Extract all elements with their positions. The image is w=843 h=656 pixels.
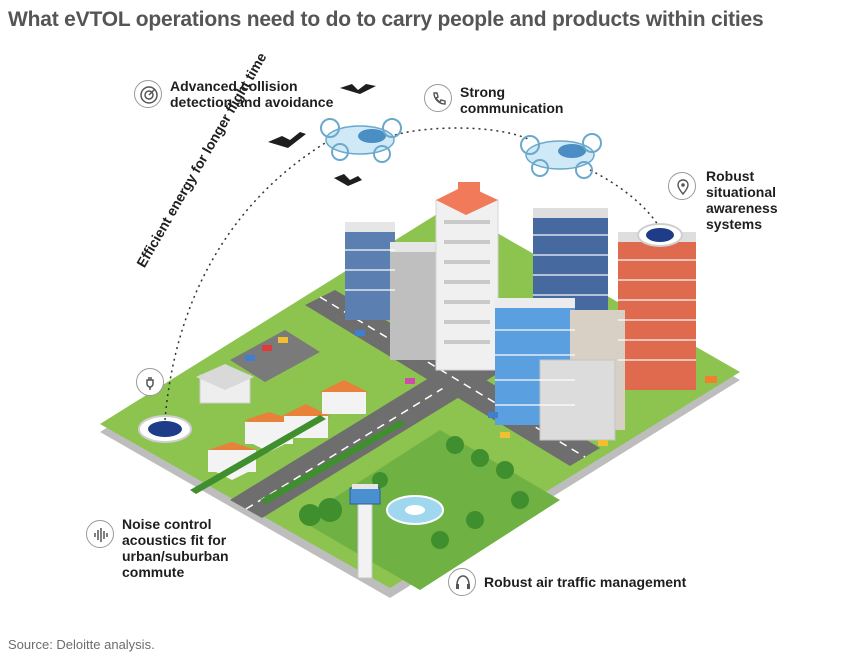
feature-line: communication bbox=[460, 100, 564, 116]
flight-path bbox=[394, 127, 531, 141]
page-title: What eVTOL operations need to do to carr… bbox=[8, 8, 764, 31]
hedges bbox=[190, 415, 406, 504]
sound-wave-icon bbox=[86, 520, 114, 548]
feature-situational-awareness: Robust situational awareness systems bbox=[706, 168, 778, 232]
plug-icon bbox=[136, 368, 164, 396]
control-tower-top bbox=[352, 484, 378, 489]
parked-car bbox=[278, 337, 288, 343]
feature-line: detection and avoidance bbox=[170, 94, 334, 110]
feature-air-traffic-management: Robust air traffic management bbox=[484, 574, 686, 590]
control-tower bbox=[357, 499, 373, 579]
evtol-aircraft bbox=[520, 133, 602, 179]
parked-car bbox=[245, 355, 255, 361]
tower-windows bbox=[444, 220, 490, 344]
feature-noise-control: Noise control acoustics fit for urban/su… bbox=[122, 516, 229, 580]
cars bbox=[355, 330, 717, 446]
fountain-center bbox=[405, 505, 425, 515]
vertiport-ground-pad bbox=[148, 421, 182, 437]
headset-icon bbox=[448, 568, 476, 596]
birds bbox=[268, 84, 376, 186]
park-trees bbox=[299, 436, 529, 549]
feature-line: Robust bbox=[706, 168, 755, 184]
feature-line: situational bbox=[706, 184, 777, 200]
vertiport-rooftop-pad bbox=[646, 228, 674, 242]
evtol-aircraft bbox=[320, 118, 402, 163]
control-tower-cab bbox=[349, 487, 381, 505]
small-building-roof bbox=[196, 364, 254, 390]
feature-line: Strong bbox=[460, 84, 506, 100]
radar-icon bbox=[134, 80, 162, 108]
phone-icon bbox=[424, 84, 452, 112]
feature-line: Advanced collision bbox=[170, 78, 298, 94]
feature-collision-detection: Advanced collision detection and avoidan… bbox=[170, 78, 333, 110]
feature-line: Noise control bbox=[122, 516, 212, 532]
building-windows bbox=[345, 234, 696, 406]
feature-line: systems bbox=[706, 216, 763, 232]
source-note: Source: Deloitte analysis. bbox=[8, 637, 155, 652]
feature-line: urban/suburban bbox=[122, 548, 229, 564]
parked-car bbox=[262, 345, 272, 351]
feature-line: commute bbox=[122, 564, 185, 580]
feature-line: acoustics fit for bbox=[122, 532, 227, 548]
feature-line: awareness bbox=[706, 200, 778, 216]
feature-strong-communication: Strong communication bbox=[460, 84, 563, 116]
parking-lot bbox=[230, 330, 320, 382]
location-pin-icon bbox=[668, 172, 696, 200]
feature-line: Robust air traffic management bbox=[484, 574, 687, 590]
